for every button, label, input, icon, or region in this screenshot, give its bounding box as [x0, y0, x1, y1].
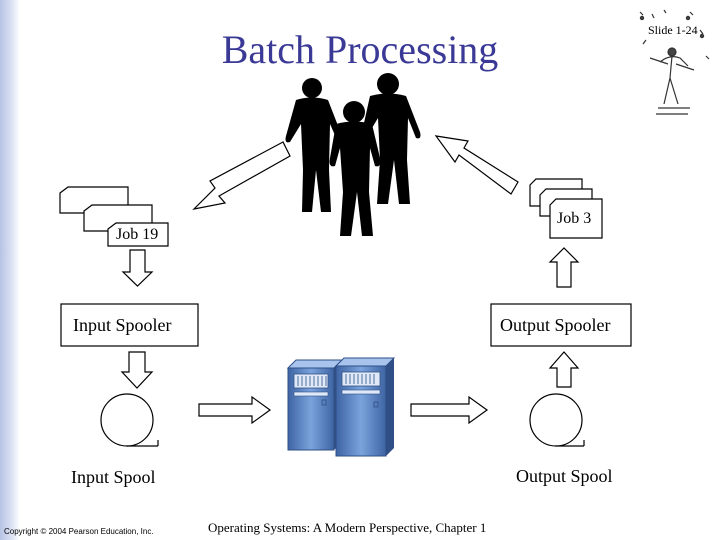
- arrow-computer-to-output-spool: [410, 395, 489, 425]
- arrow-input-spooler-to-spool: [120, 351, 154, 389]
- users-silhouette-icon: [285, 73, 421, 236]
- input-job-label: Job 19: [116, 226, 159, 243]
- conductor-logo-icon: [639, 9, 710, 115]
- input-spool-icon: [100, 393, 159, 447]
- output-spool-label: Output Spool: [516, 466, 613, 486]
- arrow-output-deck-to-people: [434, 135, 519, 195]
- input-spooler-label: Input Spooler: [73, 315, 172, 335]
- arrow-output-spool-to-spooler: [548, 351, 580, 388]
- output-spooler-box: [490, 303, 632, 347]
- slide-title: Batch Processing: [221, 27, 499, 72]
- arrow-input-spool-to-computer: [198, 395, 272, 425]
- mainframe-computer-icon: [286, 357, 396, 457]
- left-decorative-band: [0, 0, 20, 540]
- arrow-people-to-input-deck: [192, 141, 291, 210]
- output-spooler-label: Output Spooler: [500, 315, 611, 335]
- output-spool-icon: [529, 393, 585, 447]
- footer-text: Operating Systems: A Modern Perspective,…: [208, 520, 487, 535]
- input-spool-label: Input Spool: [71, 467, 156, 487]
- copyright-text: Copyright © 2004 Pearson Education, Inc.: [4, 527, 154, 536]
- output-job-label: Job 3: [557, 210, 592, 227]
- slide-number: Slide 1-24: [648, 23, 698, 37]
- input-job-deck: [59, 186, 169, 247]
- arrow-output-spooler-to-job: [548, 247, 580, 288]
- input-spooler-box: [60, 303, 199, 347]
- output-job-deck: [529, 178, 603, 239]
- arrow-job-to-input-spooler: [121, 249, 154, 287]
